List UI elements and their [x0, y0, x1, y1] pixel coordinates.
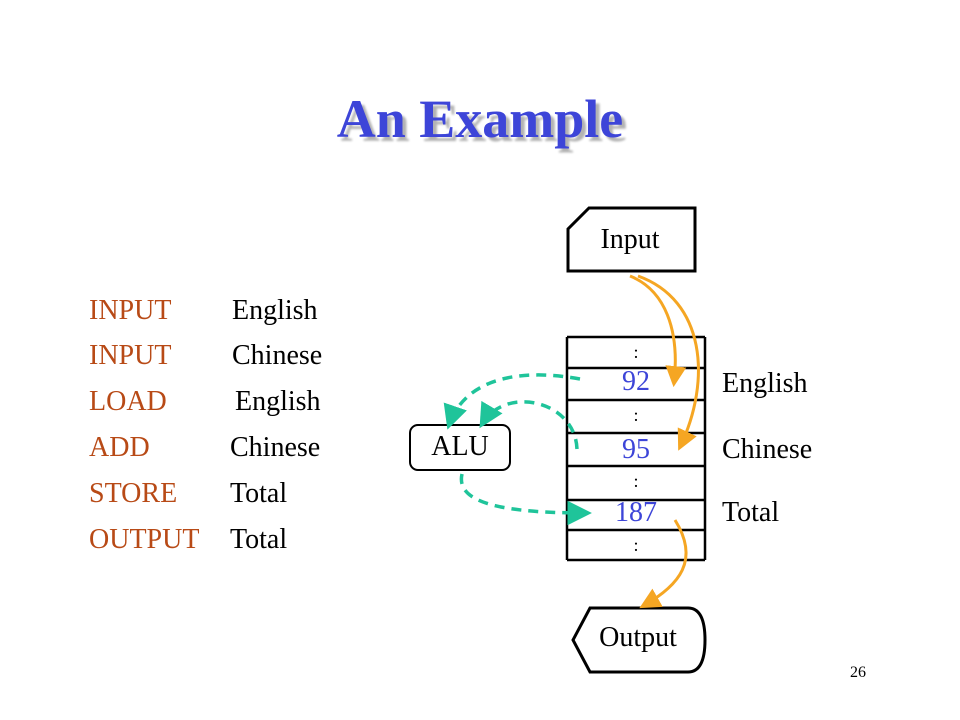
page-number: 26: [850, 664, 866, 681]
operand: Chinese: [230, 432, 321, 463]
opcode: LOAD: [89, 386, 167, 417]
operand: Chinese: [232, 340, 323, 371]
slide-title: An Example: [336, 89, 624, 149]
input-device-label: Input: [600, 224, 660, 255]
memory-label-english: English: [722, 368, 808, 399]
input-to-chinese-arrow: [637, 274, 700, 451]
operand: English: [232, 295, 318, 326]
instruction-row: ADD Chinese: [89, 432, 389, 476]
opcode: INPUT: [89, 295, 172, 326]
memory-value-english: 92: [622, 366, 650, 397]
memory-value-total: 187: [615, 497, 657, 528]
english-to-alu-arrow: [443, 373, 581, 430]
operand: English: [235, 386, 321, 417]
memory-ellipsis: :: [633, 405, 639, 425]
memory-value-chinese: 95: [622, 434, 650, 465]
alu-label: ALU: [431, 431, 489, 462]
opcode: ADD: [89, 432, 150, 463]
instruction-row: STORE Total: [89, 478, 389, 522]
memory-ellipsis: :: [633, 535, 639, 555]
memory-label-total: Total: [722, 497, 780, 528]
opcode: OUTPUT: [89, 524, 200, 555]
operand: Total: [230, 478, 288, 509]
instruction-row: INPUT English: [89, 295, 389, 339]
memory-ellipsis: :: [633, 342, 639, 362]
instruction-row: INPUT Chinese: [89, 340, 389, 384]
instruction-row: OUTPUT Total: [89, 524, 389, 568]
input-device-shape: [566, 206, 697, 273]
alu-to-total-arrow: [459, 473, 592, 526]
instruction-row: LOAD English: [89, 386, 389, 430]
memory-label-chinese: Chinese: [722, 434, 813, 465]
opcode: INPUT: [89, 340, 172, 371]
input-to-english-arrow: [629, 274, 687, 388]
opcode: STORE: [89, 478, 178, 509]
memory-ellipsis: :: [633, 471, 639, 491]
output-device-label: Output: [599, 622, 677, 653]
operand: Total: [230, 524, 288, 555]
total-to-output-arrow: [639, 519, 688, 609]
output-device-shape: [571, 606, 707, 674]
